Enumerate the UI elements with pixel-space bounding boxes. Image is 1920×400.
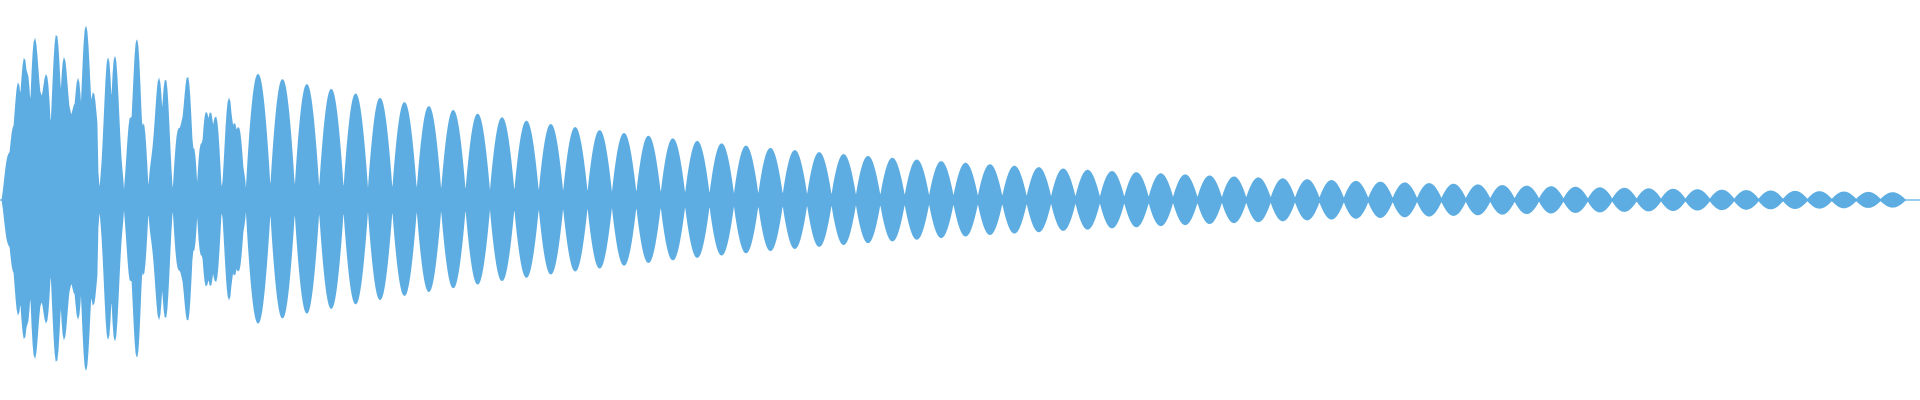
- waveform-path: [1, 26, 1906, 371]
